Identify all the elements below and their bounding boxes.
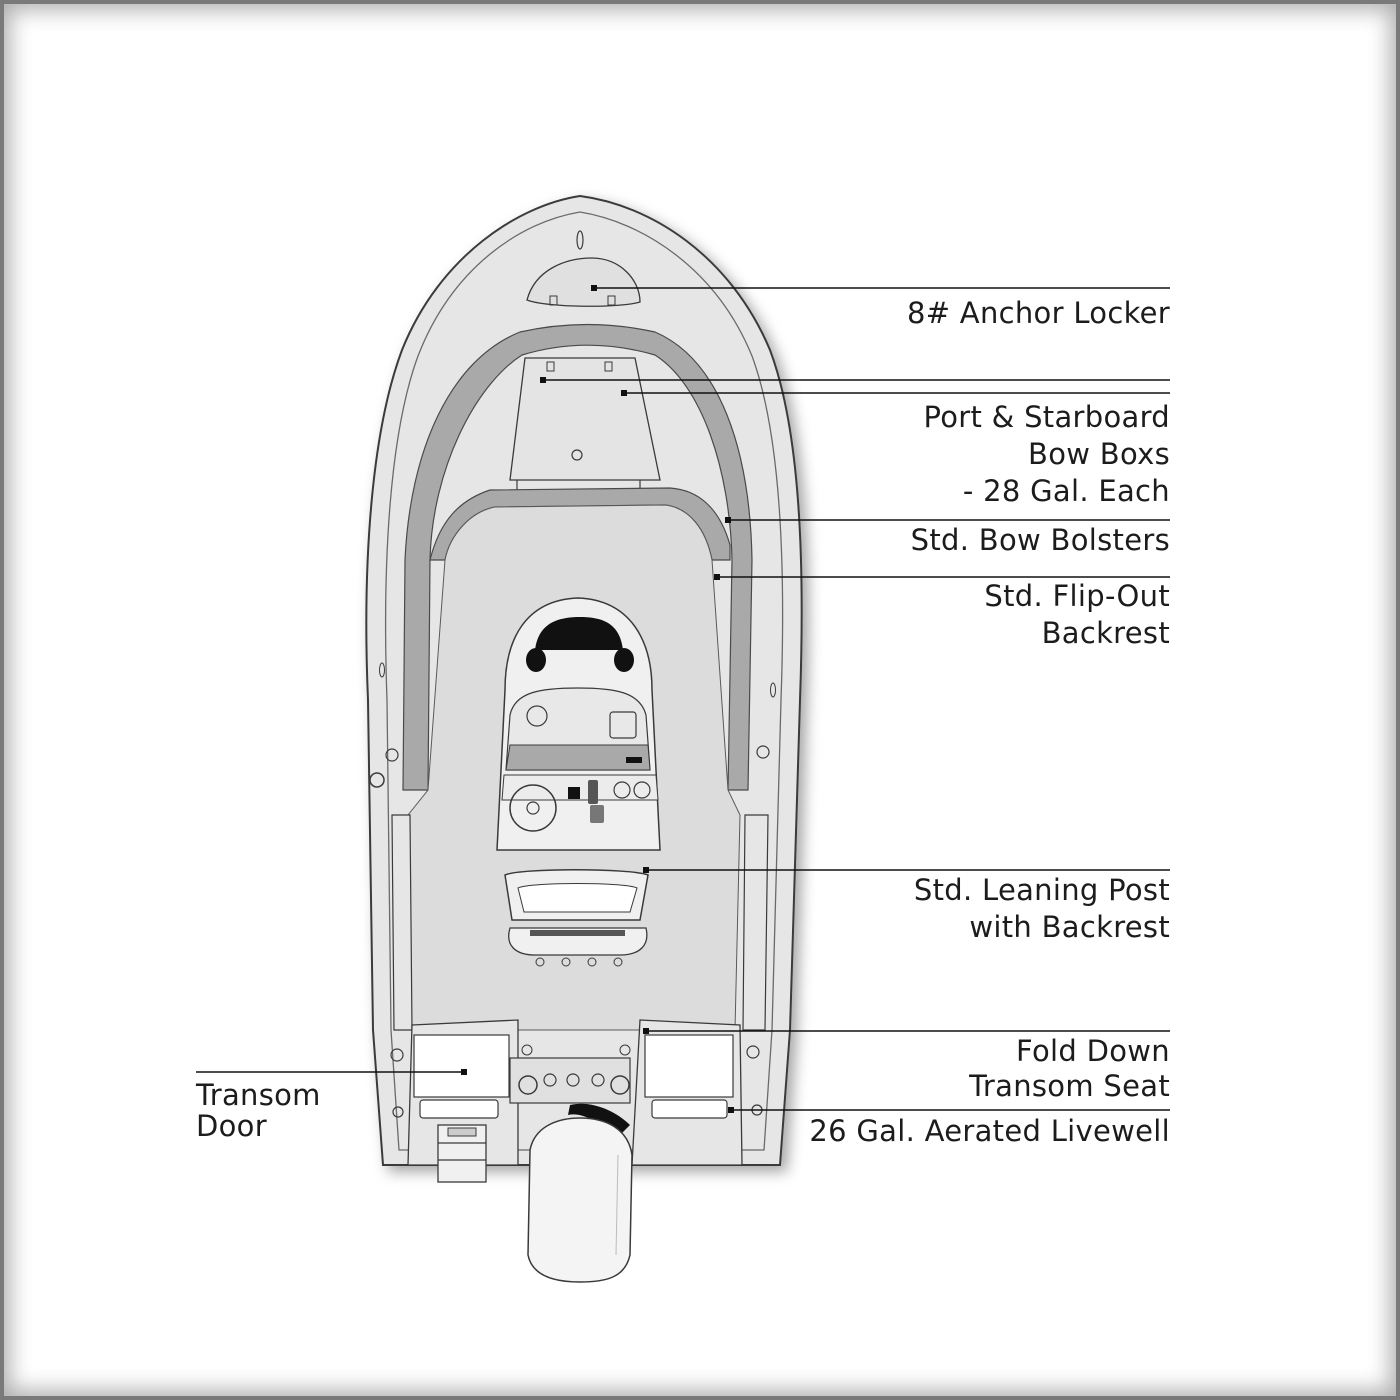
callout-anchor-locker: 8# Anchor Locker — [906, 296, 1170, 330]
callout-bow-boxes: Port & Starboard Bow Boxs - 28 Gal. Each — [923, 400, 1170, 508]
callout-bow-bolsters: Std. Bow Bolsters — [910, 523, 1170, 557]
bow-bolsters — [402, 323, 753, 791]
callout-transom-door: Transom Door — [196, 1078, 321, 1143]
bow-box-hatch — [509, 357, 661, 481]
transom-door-ladder — [437, 1124, 487, 1183]
callout-transom-seat: Fold Down Transom Seat — [969, 1034, 1170, 1103]
center-console — [496, 597, 661, 851]
outboard-motor — [527, 1103, 633, 1283]
anchor-locker-hatch — [526, 257, 641, 307]
transom-area — [407, 1019, 743, 1166]
callout-livewell: 26 Gal. Aerated Livewell — [809, 1114, 1170, 1148]
leaning-post — [504, 869, 649, 967]
leader-lines — [196, 285, 1170, 1113]
callout-leaning-post: Std. Leaning Post with Backrest — [913, 873, 1170, 944]
callout-flip-out-backrest: Std. Flip-Out Backrest — [984, 579, 1170, 650]
